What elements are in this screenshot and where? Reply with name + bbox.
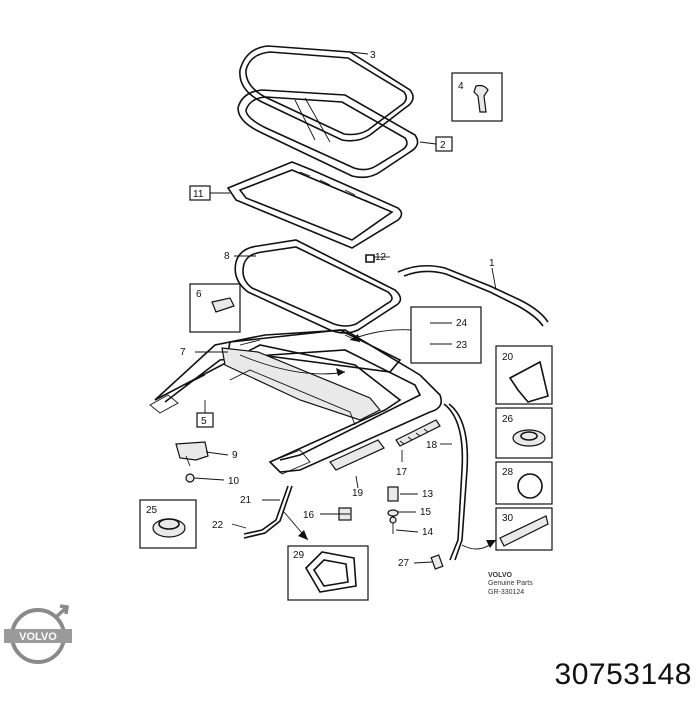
callout-25: 25 <box>146 505 158 516</box>
callout-30: 30 <box>502 513 514 524</box>
part-5-main-frame <box>149 329 443 475</box>
svg-text:VOLVO: VOLVO <box>19 631 57 643</box>
footer-drawing-ref: GR-330124 <box>488 589 524 596</box>
footer-brand: VOLVO <box>488 572 513 579</box>
callout-8: 8 <box>224 251 230 262</box>
callout-3: 3 <box>370 50 376 61</box>
callout-22: 22 <box>212 520 224 531</box>
callout-17: 17 <box>396 467 408 478</box>
callout-16: 16 <box>303 510 315 521</box>
callout-19: 19 <box>352 488 364 499</box>
callout-12: 12 <box>375 252 387 263</box>
callout-23: 23 <box>456 340 468 351</box>
leader-lines <box>193 51 497 564</box>
callout-18: 18 <box>426 440 438 451</box>
part-13-15-14-fasteners <box>387 486 399 534</box>
callout-4: 4 <box>458 81 464 92</box>
callout-5: 5 <box>201 416 207 427</box>
box-4 <box>451 72 503 122</box>
part-number: 30753148 <box>554 658 692 691</box>
part-17-seal <box>395 419 441 447</box>
callout-26: 26 <box>502 414 514 425</box>
part-10-screw <box>185 473 195 483</box>
callout-13: 13 <box>422 489 434 500</box>
callout-24: 24 <box>456 318 468 329</box>
callout-21: 21 <box>240 495 252 506</box>
footer-genuine: Genuine Parts <box>488 580 533 587</box>
part-12-clip <box>365 254 375 263</box>
part-27-tip <box>430 554 444 570</box>
part-1-deflector <box>397 264 549 327</box>
callout-1: 1 <box>489 258 495 269</box>
callout-14: 14 <box>422 527 434 538</box>
callout-27: 27 <box>398 558 410 569</box>
part-2-glass-panel <box>237 89 419 179</box>
callout-7: 7 <box>180 347 186 358</box>
callout-20: 20 <box>502 352 514 363</box>
part-18-drain-hose <box>443 403 469 561</box>
callout-29: 29 <box>293 550 305 561</box>
part-3-glass-seal <box>239 45 414 142</box>
part-19-strip <box>329 439 385 471</box>
callout-28: 28 <box>502 467 514 478</box>
callout-10: 10 <box>228 476 240 487</box>
arrow-to-frame <box>239 354 346 375</box>
callout-15: 15 <box>420 507 432 518</box>
part-9-motor <box>175 441 209 467</box>
callout-11: 11 <box>193 189 204 200</box>
volvo-logo: VOLVO <box>4 604 72 664</box>
box-24-23 <box>410 306 482 364</box>
part-11-frame <box>226 161 403 249</box>
callout-6: 6 <box>196 289 202 300</box>
callout-9: 9 <box>232 450 238 461</box>
callout-2: 2 <box>440 140 446 151</box>
part-21-hose <box>243 485 293 539</box>
part-8-seal <box>234 239 402 334</box>
